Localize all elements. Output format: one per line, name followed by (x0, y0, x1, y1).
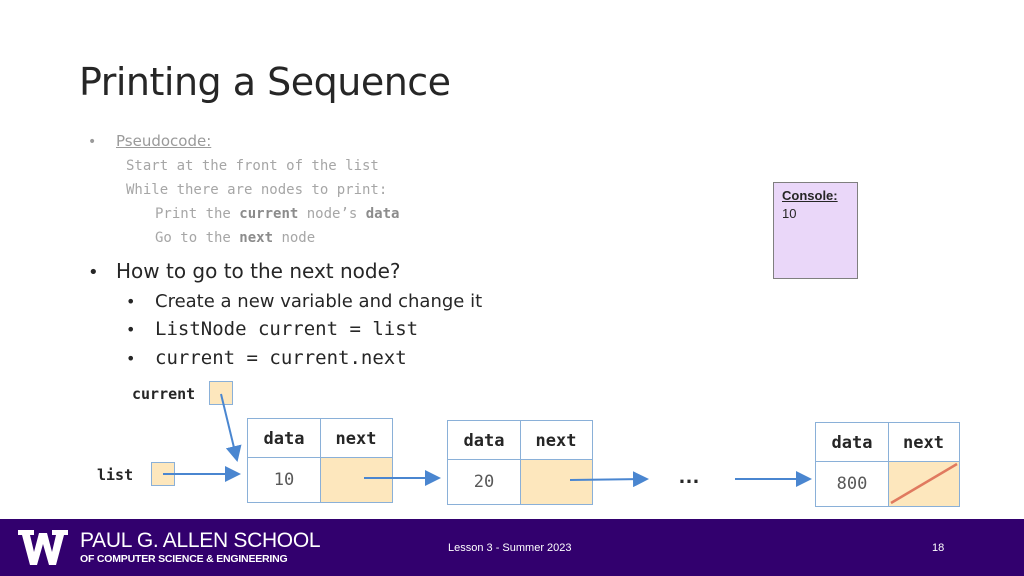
sub-bullet-marker: • (126, 320, 136, 339)
node-data-value: 800 (836, 474, 868, 494)
cell-divider (248, 457, 392, 458)
sub-bullet-2-code: ListNode current = list (155, 318, 419, 340)
node-next-null (888, 462, 959, 506)
list-node-2: data next 20 (447, 420, 593, 505)
pseudocode-line-1: Start at the front of the list (126, 158, 379, 174)
slide-title: Printing a Sequence (79, 60, 451, 104)
bullet-marker: • (88, 262, 99, 283)
node-next-header: next (335, 428, 377, 449)
sub-bullet-1: Create a new variable and change it (155, 291, 483, 312)
node-data-header: data (831, 432, 873, 453)
pseudocode-text: node (273, 230, 316, 246)
current-variable-label: current (132, 385, 196, 403)
node-data-value: 10 (273, 470, 295, 490)
node-data-header: data (463, 430, 505, 451)
node-data-value: 20 (473, 472, 495, 492)
pseudocode-keyword-data: data (365, 206, 400, 222)
school-name-line2: OF COMPUTER SCIENCE & ENGINEERING (80, 553, 288, 565)
question-text: How to go to the next node? (116, 259, 401, 283)
cell-divider (520, 421, 521, 504)
list-variable-label: list (97, 466, 134, 484)
school-name-line1: PAUL G. ALLEN SCHOOL (80, 529, 321, 552)
footer-course-label: Lesson 3 - Summer 2023 (448, 542, 572, 554)
ellipsis: … (678, 463, 700, 488)
uw-w-logo-icon (18, 530, 68, 565)
pseudocode-label: Pseudocode: (116, 132, 212, 150)
sub-bullet-marker: • (126, 349, 136, 368)
pseudocode-text: Print the (155, 206, 240, 222)
current-pointer-box (209, 381, 233, 405)
pseudocode-line-2: While there are nodes to print: (126, 182, 388, 198)
list-node-1: data next 10 (247, 418, 393, 503)
sub-bullet-marker: • (126, 292, 136, 311)
slide-page-number: 18 (932, 542, 945, 554)
node-next-pointer (520, 460, 592, 504)
cell-divider (320, 419, 321, 502)
console-box: Console: 10 (773, 182, 858, 279)
node-next-pointer (320, 458, 392, 502)
pseudocode-text: Go to the (155, 230, 240, 246)
arrow-current-to-node1 (220, 393, 242, 462)
list-node-last: data next 800 (815, 422, 960, 507)
sub-bullet-3-code: current = current.next (155, 347, 407, 369)
cell-divider (888, 423, 889, 506)
bullet-marker: • (88, 134, 97, 150)
console-output: 10 (782, 206, 797, 221)
footer-bar: PAUL G. ALLEN SCHOOL OF COMPUTER SCIENCE… (0, 519, 1024, 576)
pseudocode-line-3: Print the current node’s data (155, 206, 399, 222)
cell-divider (448, 459, 592, 460)
console-label: Console: (782, 188, 838, 203)
null-slash-icon (890, 462, 958, 505)
pseudocode-keyword-current: current (239, 206, 299, 222)
pseudocode-keyword-next: next (239, 230, 274, 246)
pseudocode-line-4: Go to the next node (155, 230, 315, 246)
node-next-header: next (535, 430, 577, 451)
pseudocode-text: node’s (298, 206, 366, 222)
arrow-node2-to-ellipsis (569, 471, 649, 488)
node-data-header: data (263, 428, 305, 449)
cell-divider (816, 461, 959, 462)
node-next-header: next (903, 432, 944, 453)
